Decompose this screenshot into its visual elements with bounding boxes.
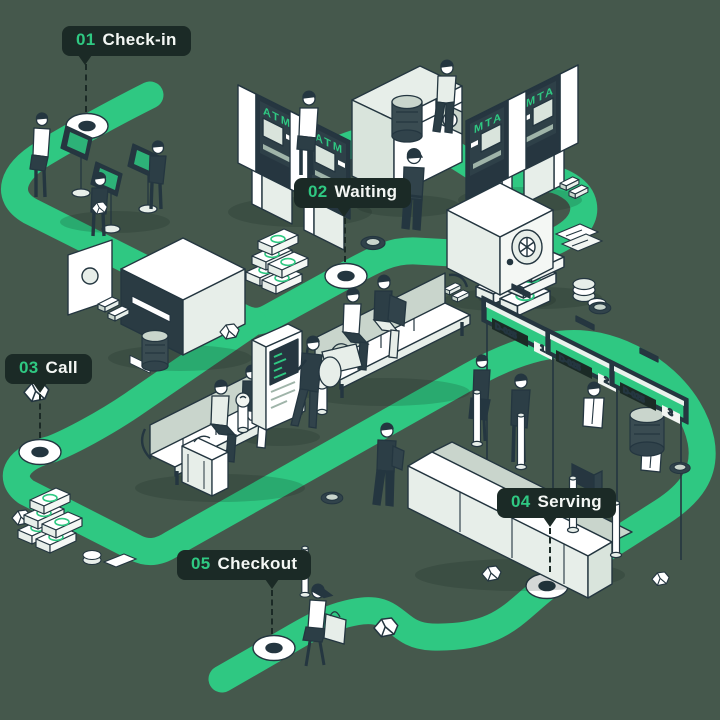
label-waiting: 02 Waiting xyxy=(294,178,412,217)
step-number: 05 xyxy=(191,554,211,573)
open-safe xyxy=(67,237,246,374)
label-pointer xyxy=(337,207,351,217)
step-label: Check-in xyxy=(102,30,177,49)
connector-serving xyxy=(549,528,551,572)
label-checkin: 01 Check-in xyxy=(62,26,191,65)
queue-pole xyxy=(470,389,484,448)
coin-stack-small xyxy=(82,549,138,568)
step-label: Checkout xyxy=(217,554,298,573)
trash-bin xyxy=(391,94,423,143)
floor-coin xyxy=(588,301,612,315)
person-sitting-lower-1 xyxy=(209,379,238,463)
person-checkin-right xyxy=(148,140,167,210)
wire-bin xyxy=(141,329,169,372)
label-serving: 04 Serving xyxy=(497,488,616,527)
checkin-kiosk xyxy=(60,125,93,198)
ticket-kiosk xyxy=(251,323,303,431)
waypoint-call xyxy=(18,438,62,466)
person-teller-1 xyxy=(582,381,605,429)
step-number: 01 xyxy=(76,30,96,49)
step-number: 04 xyxy=(511,492,531,511)
person-walking-call xyxy=(290,335,342,429)
floor-coin xyxy=(360,235,386,251)
person-walking-center xyxy=(372,422,405,507)
person-walking-top xyxy=(432,59,457,134)
step-number: 02 xyxy=(308,182,328,201)
connector-checkout xyxy=(271,590,273,634)
person-walking-checkout xyxy=(302,583,347,667)
step-number: 03 xyxy=(19,358,39,377)
connector-call xyxy=(39,394,41,438)
label-pointer xyxy=(265,579,279,589)
connector-checkin xyxy=(85,64,87,112)
waypoint-checkout xyxy=(252,634,296,662)
closed-safe xyxy=(446,182,554,296)
step-label: Waiting xyxy=(334,182,398,201)
step-label: Call xyxy=(45,358,78,377)
label-pointer xyxy=(543,517,557,527)
label-call: 03 Call xyxy=(5,354,92,393)
floor-coin xyxy=(669,461,691,475)
counter-number-text: 2 xyxy=(604,374,609,387)
waypoint-waiting xyxy=(324,262,368,290)
connector-waiting xyxy=(344,218,346,262)
person-sitting-upper-2 xyxy=(372,274,407,359)
label-checkout: 05 Checkout xyxy=(177,550,312,589)
floor-coin xyxy=(320,491,344,505)
suitcase xyxy=(181,435,229,497)
person-checkin-left xyxy=(29,112,51,198)
label-pointer xyxy=(78,55,92,65)
counter-number-text: 1 xyxy=(540,342,546,355)
documents xyxy=(554,223,604,252)
bollard-lamp xyxy=(235,392,251,434)
label-pointer xyxy=(33,383,47,393)
step-label: Serving xyxy=(537,492,602,511)
coin-bin xyxy=(629,406,665,457)
person-atm-user xyxy=(296,90,319,176)
counter-number-text: 3 xyxy=(668,406,673,419)
queue-pole xyxy=(514,412,528,471)
